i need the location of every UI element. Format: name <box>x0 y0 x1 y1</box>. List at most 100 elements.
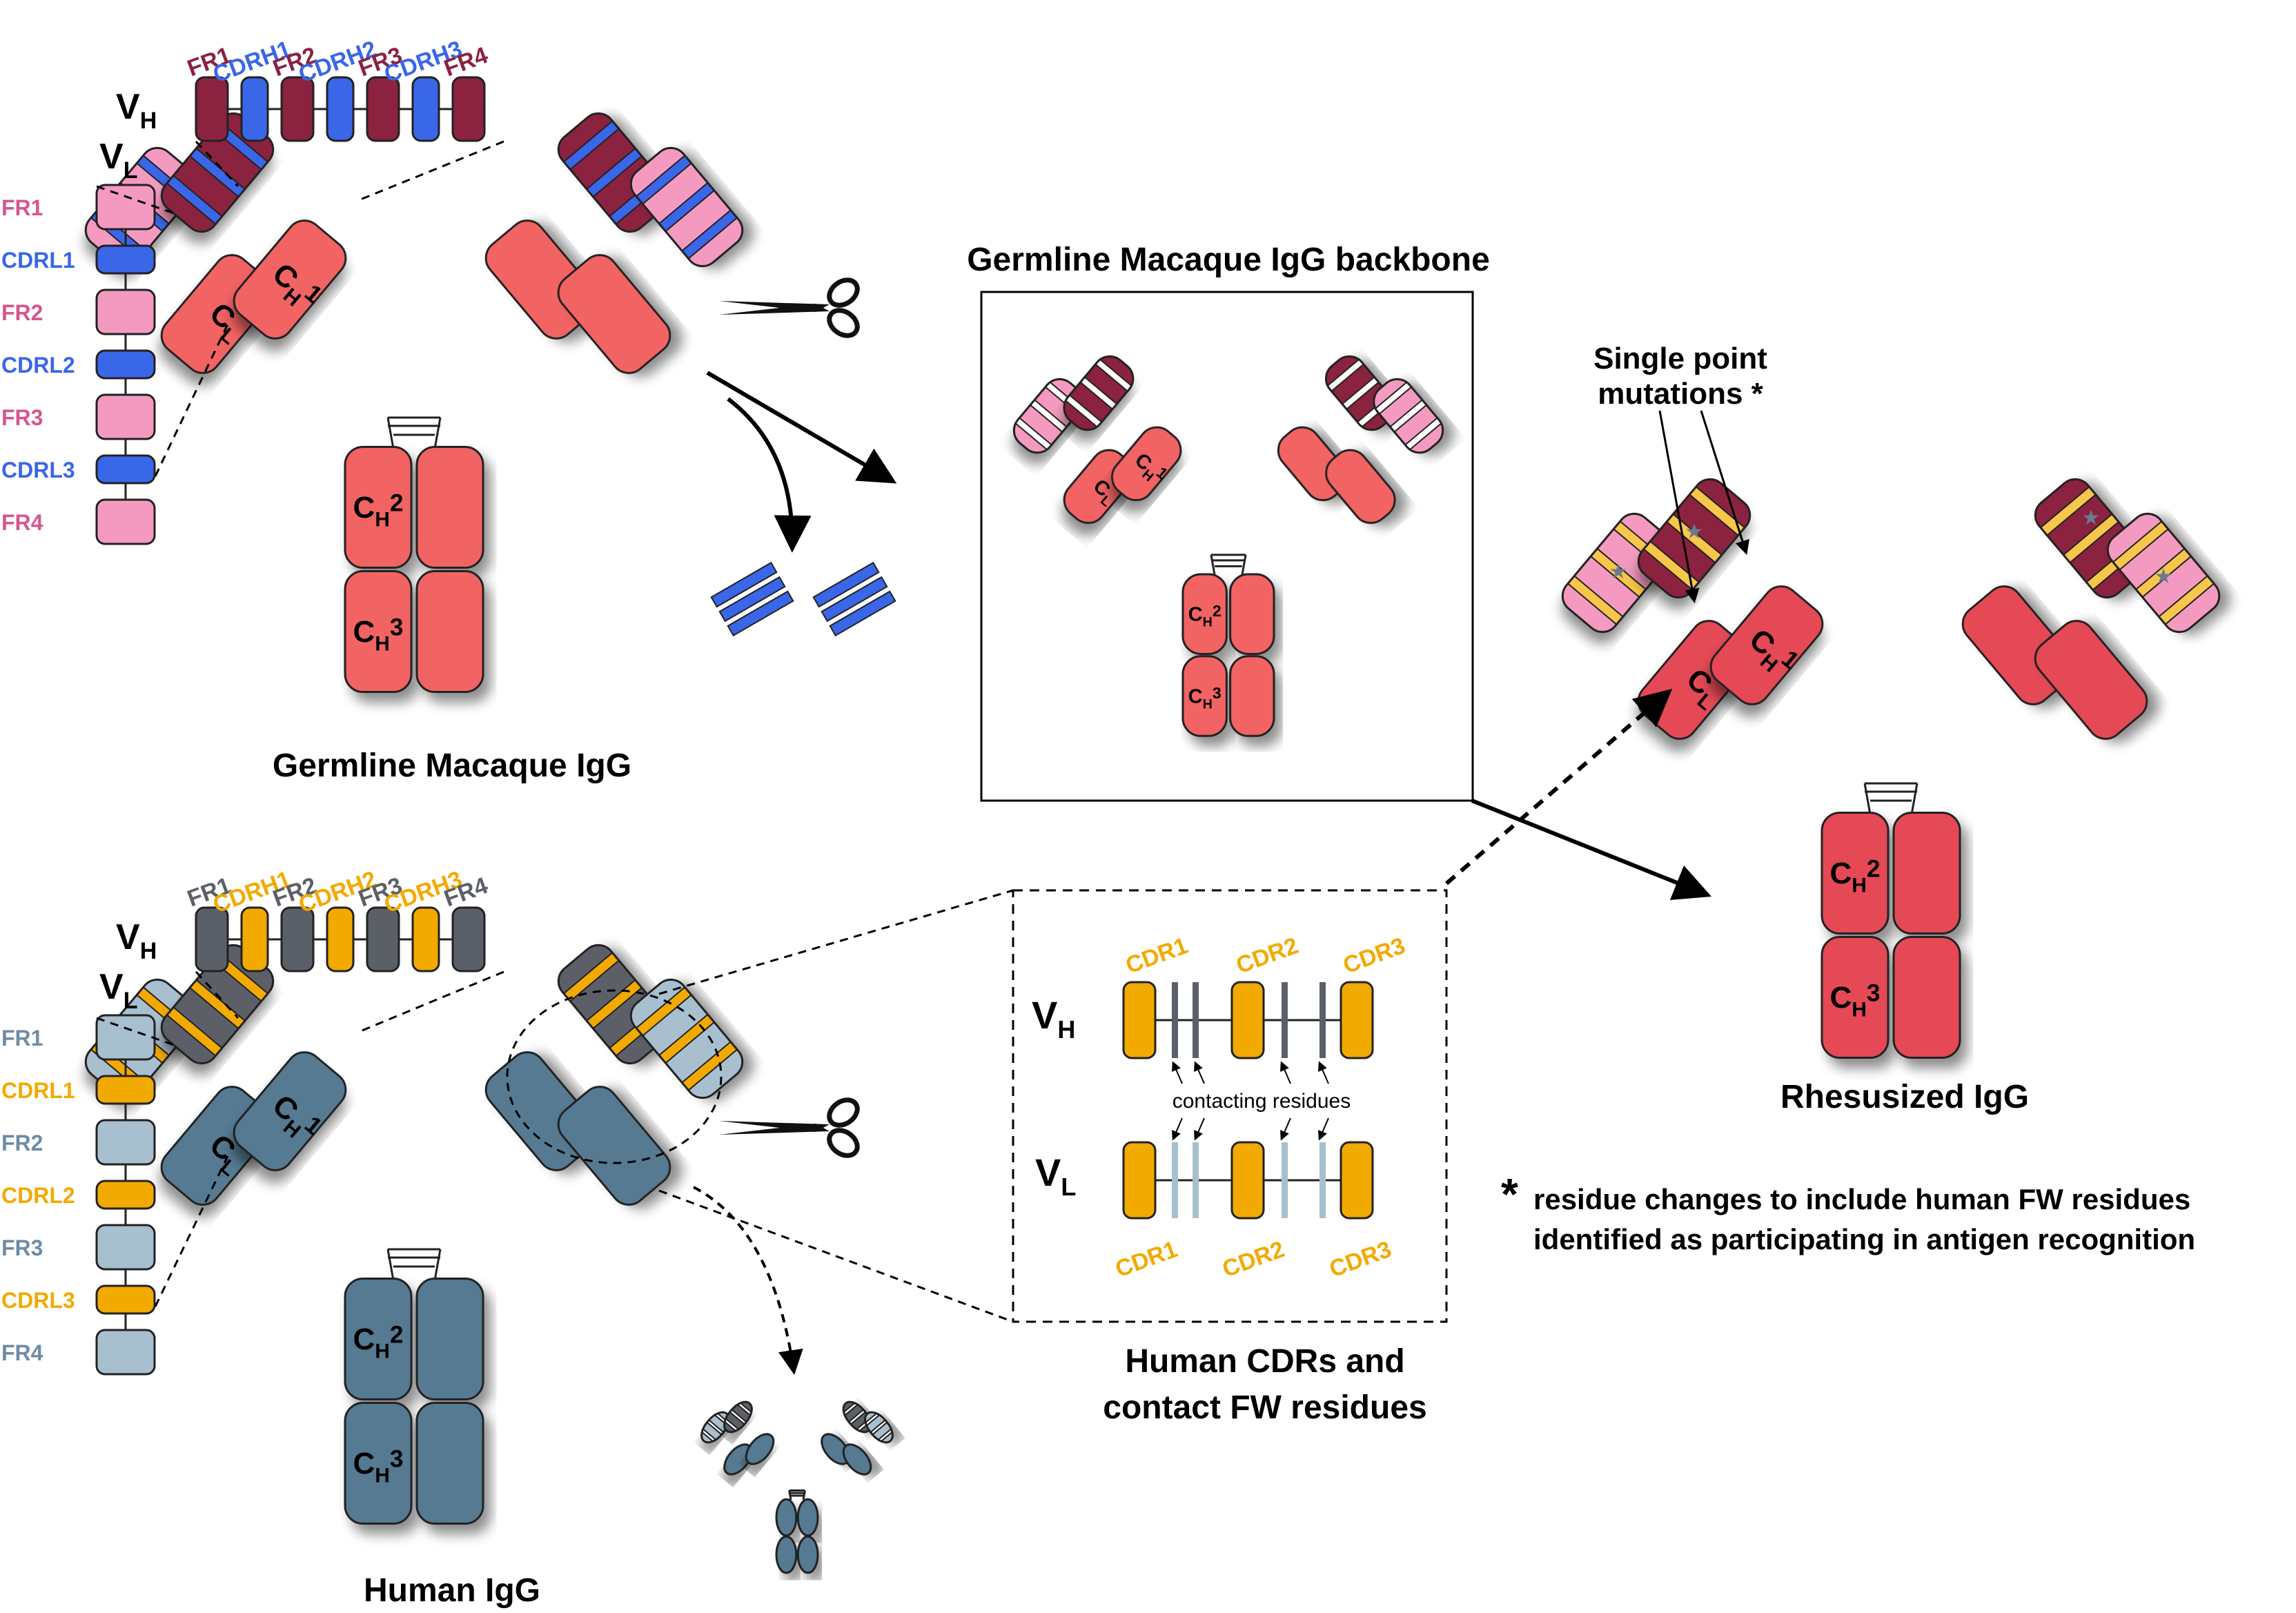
cdr-fragment-icon <box>710 561 794 637</box>
macaque-vh-map-segment-fr4 <box>451 76 486 142</box>
human-vl-map-segment-cdrl3 <box>95 1284 156 1315</box>
mutation-pointer <box>1700 410 1749 556</box>
macaque-igg-ch2-label: CH2 <box>353 489 404 531</box>
macaque-igg-hinge <box>386 417 395 449</box>
human-vh-map-segment-fr1 <box>195 906 229 972</box>
cdrbox-top-cdr1: CDR1 <box>1122 932 1191 979</box>
rhesusized-igg-ch3-label: CH3 <box>1830 979 1881 1021</box>
backbone-frame <box>980 291 1474 802</box>
germline-macaque-igg: CLCH1CH2CH3FR1CDRH1FR2CDRH2FR3CDRH3FR4FR… <box>1 36 744 693</box>
human-igg-small-ch2-left <box>775 1498 798 1537</box>
human-zoom-line <box>358 970 504 1033</box>
cdrbox-vl-row <box>1122 1141 1374 1220</box>
rhesusized-igg-hinge <box>1910 783 1919 815</box>
cdrbox-vh-row-contact-residue <box>1193 982 1199 1058</box>
macaque-vl-map-segment-cdrl2 <box>95 349 156 380</box>
backbone-igg-ch2-left <box>1181 573 1228 655</box>
human-igg-ch2-label: CH2 <box>353 1321 404 1362</box>
macaque-zoom-line <box>358 140 504 202</box>
human-igg-small-ch2-right <box>796 1498 819 1537</box>
macaque-igg-ch3-label: CH3 <box>353 614 404 655</box>
footnote-line1: residue changes to include human FW resi… <box>1533 1183 2190 1215</box>
zoom-guide-line <box>658 889 1014 995</box>
mutation-star-icon: ★ <box>1609 560 1628 583</box>
macaque-igg-ch2-right <box>415 446 484 569</box>
human-vl-map-label-cdrl3: CDRL3 <box>1 1288 75 1313</box>
cdrbox-vl-row-contact-residue <box>1319 1142 1326 1218</box>
mutations-label-line1: Single point <box>1593 342 1767 375</box>
human-igg: CLCH1CH2CH3FR1CDRH1FR2CDRH2FR3CDRH3FR4FR… <box>1 866 895 1574</box>
human-vl-map-label-cdrl2: CDRL2 <box>1 1183 75 1208</box>
backbone-igg-ch2-right <box>1229 573 1275 655</box>
macaque-vl-map-label-fr3: FR3 <box>1 405 43 430</box>
human-vh-label: VH <box>116 917 157 964</box>
macaque-vl-map-segment-fr2 <box>95 289 156 335</box>
backbone-igg-ch2-label: CH2 <box>1188 602 1221 630</box>
rhesusized-caption: Rhesusized IgG <box>1780 1079 2029 1115</box>
macaque-vl-map-label-cdrl3: CDRL3 <box>1 458 75 482</box>
macaque-igg-ch3-left <box>344 570 413 693</box>
macaque-vl-map-label-fr4: FR4 <box>1 510 43 535</box>
footnote-star: * <box>1501 1169 1518 1219</box>
human-vl-map-label-fr3: FR3 <box>1 1235 43 1260</box>
contact-arrow-down <box>1172 1117 1183 1141</box>
rhesusized-igg-vh-left <box>1637 478 1752 599</box>
human-vh-map-segment-cdrh3 <box>411 906 440 972</box>
human-vl-map-segment-fr3 <box>95 1224 156 1271</box>
human-igg-small-ch1-left <box>745 1433 775 1465</box>
macaque-vh-map-segment-fr3 <box>366 76 400 142</box>
cdrbox-bottom-cdr3: CDR3 <box>1326 1236 1395 1282</box>
cdrbox-vl-row-contact-residue <box>1172 1142 1178 1218</box>
human-igg-ch3-label: CH3 <box>353 1445 404 1487</box>
zoom-guide-line <box>658 1189 1014 1323</box>
human-caption: Human IgG <box>364 1572 540 1609</box>
mutation-star-icon: ★ <box>1685 520 1704 543</box>
cdr-fragment-icon-bar <box>829 590 896 637</box>
rhesusized-igg-ch2-label: CH2 <box>1830 855 1881 897</box>
cdrbox-vh-row-contact-residue <box>1282 982 1288 1058</box>
macaque-vh-map-segment-cdrh3 <box>411 76 440 142</box>
cdrbox-vh-row-cdr-block <box>1122 981 1157 1059</box>
human-vl-map-label-cdrl1: CDRL1 <box>1 1078 75 1103</box>
cdrbox-top-cdr2: CDR2 <box>1233 932 1302 979</box>
cdrbox-vl-row-contact-residue <box>1193 1142 1199 1218</box>
contact-arrow-down <box>1318 1117 1329 1141</box>
scissors-icon-handle <box>827 277 860 308</box>
human-igg-hinge <box>433 1249 442 1281</box>
human-vh-map-segment-fr2 <box>280 906 315 972</box>
cdrbox-vh-row-cdr-block <box>1230 981 1265 1059</box>
contact-arrow-down <box>1194 1117 1205 1141</box>
human-zoom-line <box>195 970 239 1019</box>
rhesusized-igg-ch3-right <box>1892 936 1961 1059</box>
cdrbox-vh-row-cdr-block <box>1340 981 1374 1059</box>
cdr-fragment-icon-bar <box>727 590 794 637</box>
contact-arrow-up <box>1194 1061 1205 1084</box>
cdrbox-vl-row-cdr-block <box>1122 1141 1157 1220</box>
arrows-and-icons <box>658 277 1712 1376</box>
backbone-igg-hinge <box>1210 554 1216 576</box>
human-vh-map-segment-cdrh1 <box>240 906 269 972</box>
backbone-igg-vl-left <box>1012 378 1084 454</box>
human-igg-small-ch3-right <box>796 1535 819 1574</box>
macaque-vl-map-label-cdrl1: CDRL1 <box>1 248 75 273</box>
human-vl-map-segment-cdrl2 <box>95 1180 156 1210</box>
cdrbox-vh-row-contact-residue <box>1172 982 1178 1058</box>
human-vl-map-label-fr2: FR2 <box>1 1131 43 1155</box>
cdr-zoom-box <box>1012 889 1448 1323</box>
cdrbox-bottom-cdr1: CDR1 <box>1112 1236 1181 1282</box>
cdr-fragment-icon-bar <box>710 561 778 608</box>
human-vl-map-segment-fr1 <box>95 1014 156 1061</box>
macaque-igg-ch3-right <box>415 570 484 693</box>
macaque-vl-label: VL <box>99 137 137 184</box>
human-vl-label: VL <box>99 967 137 1014</box>
cdr-fragment-icon <box>812 561 896 637</box>
macaque-vl-map-segment-cdrl1 <box>95 244 156 275</box>
macaque-vl-map-label-cdrl2: CDRL2 <box>1 353 75 378</box>
human-igg-ch3-right <box>415 1402 484 1525</box>
